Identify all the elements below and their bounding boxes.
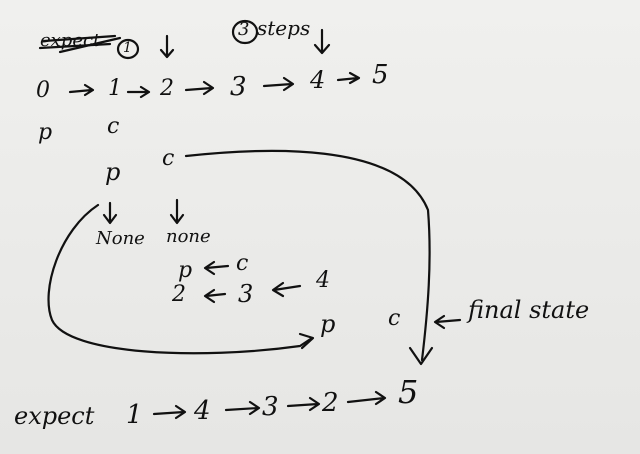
final-pointer-p: p	[320, 310, 336, 338]
middle-node-3: 3	[238, 280, 254, 308]
c-to-5-arrowhead	[408, 346, 434, 366]
final-state-arrow	[433, 314, 462, 330]
expect-label: expect	[14, 402, 95, 430]
down-arrow-step-1	[159, 34, 175, 59]
strike-through-2	[42, 34, 117, 43]
c-to-5-curve	[184, 149, 431, 362]
pointer-p-row1: p	[38, 120, 53, 145]
final-pointer-c: c	[388, 306, 401, 331]
left-arrow-3-4	[271, 281, 302, 298]
steps-label: steps	[257, 16, 311, 40]
list-arrow-0-1	[68, 83, 95, 97]
expect-node-1: 1	[126, 400, 143, 430]
list-node-0: 0	[36, 78, 50, 103]
expect-arrow-3-2	[286, 396, 321, 412]
pointer-c-row1: c	[107, 114, 120, 139]
list-node-4: 4	[310, 66, 326, 94]
list-node-1: 1	[108, 76, 122, 101]
middle-node-4: 4	[316, 268, 330, 293]
down-arrow-p-none	[102, 201, 118, 225]
middle-pointer-c: c	[236, 251, 249, 276]
expect-node-2: 2	[322, 388, 339, 418]
circle-step-3	[231, 19, 259, 45]
expect-node-5: 5	[398, 373, 419, 411]
strike-through-3	[58, 36, 122, 54]
loop-curve-arrowhead	[298, 332, 315, 350]
loop-curve-to-final-p	[47, 203, 314, 355]
expect-node-3: 3	[262, 392, 279, 422]
strike-through-1	[38, 42, 112, 50]
list-node-5: 5	[372, 60, 389, 90]
list-arrow-3-4	[262, 76, 295, 92]
step-marker-3: 3	[238, 19, 250, 40]
none-label-right: none	[166, 226, 211, 247]
expect-arrow-1-4	[152, 404, 187, 420]
pointer-p-row2: p	[105, 158, 121, 186]
down-arrow-c-none	[169, 198, 185, 225]
expect-node-4: 4	[194, 396, 211, 426]
list-node-3: 3	[230, 72, 247, 102]
pointer-c-row2: c	[162, 146, 175, 171]
circle-step-1	[116, 38, 140, 60]
list-arrow-4-5	[336, 71, 361, 85]
expect-arrow-2-5	[346, 390, 387, 406]
list-arrow-1-2	[126, 85, 151, 99]
middle-pointer-p: p	[178, 258, 193, 283]
none-label-left: None	[96, 228, 145, 249]
crossed-out-expect-label: expect	[40, 30, 101, 51]
step-marker-1: 1	[123, 40, 132, 56]
final-state-label: final state	[468, 296, 590, 324]
left-arrow-p-c	[203, 260, 230, 276]
middle-node-2: 2	[172, 282, 186, 307]
expect-arrow-4-3	[224, 400, 261, 416]
down-arrow-step-3	[313, 28, 331, 55]
left-arrow-2-3	[203, 288, 227, 304]
list-node-2: 2	[160, 76, 174, 101]
list-arrow-2-3	[184, 80, 215, 96]
